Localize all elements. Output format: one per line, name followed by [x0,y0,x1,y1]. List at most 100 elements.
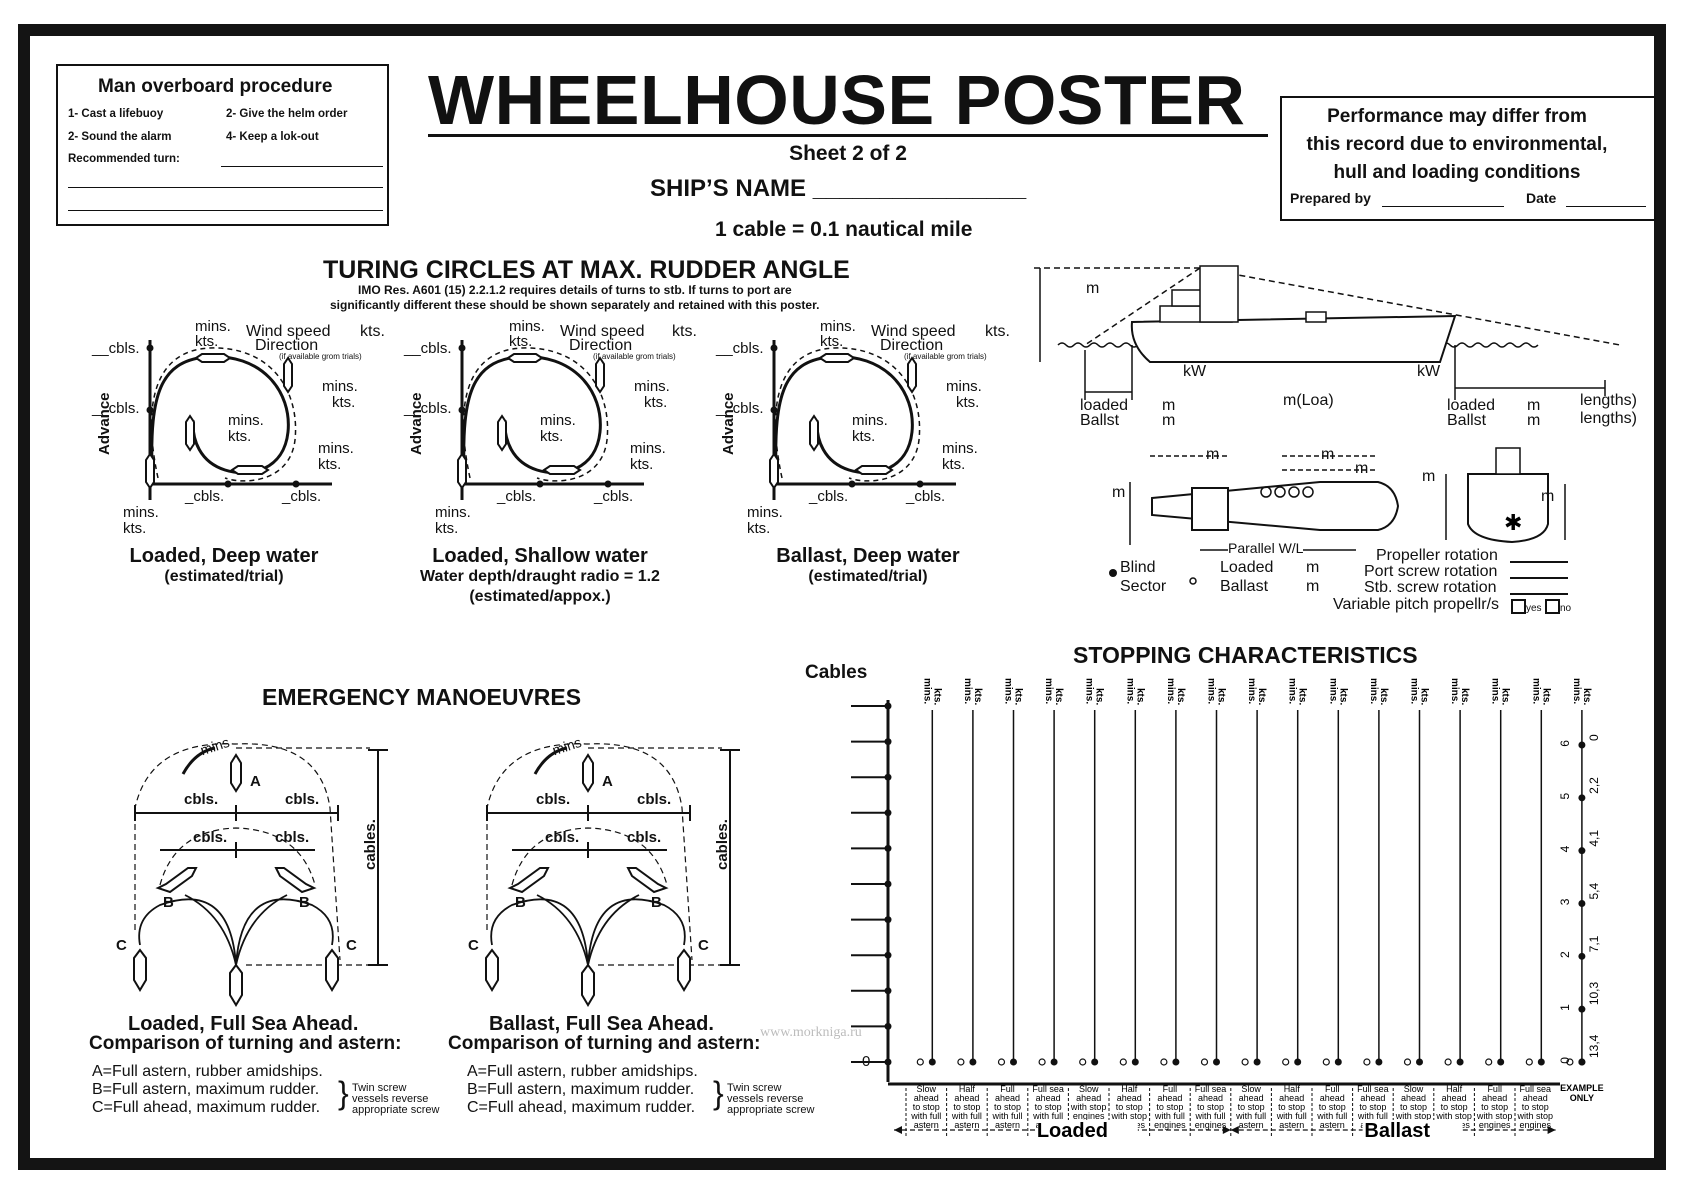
title-underline [428,134,1268,137]
mob-line [221,166,383,167]
mins-label: mins. [634,378,670,395]
yes-label: yes [1526,603,1542,614]
mins-label: mins. [540,412,576,429]
mins-label: mins. [435,504,471,521]
ballast-label: Ballast [1220,578,1269,595]
wind-label: Wind speed [560,323,645,340]
legend-line: A=Full astern, rubber amidships. [92,1063,323,1080]
port-rotation-label: Port screw rotation [1364,563,1498,580]
mob-item: 2- Give the helm order [226,108,348,120]
cbls-label: cbls. [285,791,320,808]
kts-label: kts. [956,394,980,411]
trials-note: (if available grom trials) [904,352,987,361]
sheet-label: Sheet 2 of 2 [789,142,907,165]
kts-label: kts. [123,520,147,537]
point-a-label: A [602,773,613,790]
kts-label: kts. [630,456,654,473]
m-label: m [1527,412,1541,429]
perf-line: hull and loading conditions [1333,162,1581,183]
kts-label: kts. [360,323,385,340]
no-checkbox[interactable] [1545,599,1560,614]
panel-caption: Loaded, Full Sea Ahead. [128,1013,359,1035]
ballst-label: Ballst [1447,412,1487,429]
wind-label: Wind speed [871,323,956,340]
cbls-label: __cbls. [716,400,764,417]
loa-label: m(Loa) [1283,392,1334,409]
m-label: m [1162,397,1176,414]
m-label: m [1206,446,1220,463]
mins-label: mins. [942,440,978,457]
loaded-label: loaded [1447,397,1496,414]
point-c-label: C [468,937,479,954]
mins-label: mins. [747,504,783,521]
stopping-title: STOPPING CHARACTERISTICS [1073,642,1418,668]
kts-label: kts. [672,323,697,340]
perf-line: Performance may differ from [1327,106,1587,127]
lengths-label: lengths) [1580,392,1637,409]
advance-label: Advance [720,392,737,455]
cbls-label: __cbls. [92,340,140,357]
legend-line: B=Full astern, maximum rudder. [92,1081,320,1098]
cbls-label: cbls. [545,829,580,846]
yes-checkbox[interactable] [1511,599,1526,614]
point-a-label: A [250,773,261,790]
mins-label: mins. [852,412,888,429]
kts-label: kts. [318,456,342,473]
twin-note: vessels reverse [727,1093,804,1105]
kts-label: kts. [435,520,459,537]
direction-label: Direction [569,337,633,354]
mins-label: mins. [946,378,982,395]
kts-label: kts. [195,333,219,350]
mob-recommended: Recommended turn: [68,153,180,165]
trials-note: (if available grom trials) [593,352,676,361]
panel-caption: Ballast, Full Sea Ahead. [489,1013,714,1035]
no-label: no [1560,603,1572,614]
kts-label: kts. [985,323,1010,340]
date-line [1566,206,1646,207]
legend-line: C=Full ahead, maximum rudder. [467,1099,696,1116]
advance-label: Advance [408,392,425,455]
cbls-label: _cbls. [282,488,322,505]
mins-label: mins. [228,412,264,429]
point-b-label: B [163,894,174,911]
prepared-line [1382,206,1504,207]
panel-subcaption: (estimated/appox.) [469,588,611,605]
mob-line [68,187,383,188]
stb-line [1510,593,1568,595]
m-label: m [1306,578,1320,595]
twin-note: vessels reverse [352,1093,429,1105]
man-overboard-box: Man overboard procedure 1- Cast a lifebu… [56,64,389,226]
m-label: m [1321,446,1335,463]
kts-label: kts. [852,428,876,445]
cbls-label: __cbls. [92,400,140,417]
cbls-label: _cbls. [185,488,225,505]
lengths-label: lengths) [1580,410,1637,427]
parallel-label: Parallel W/L [1228,540,1304,556]
stb-rotation-label: Stb. screw rotation [1364,579,1497,596]
kts-label: kts. [942,456,966,473]
point-c-label: C [116,937,127,954]
panel-caption: Loaded, Shallow water [432,545,648,567]
turning-title: TURING CIRCLES AT MAX. RUDDER ANGLE [323,256,850,284]
panel-subcaption: Water depth/draught radio = 1.2 [420,568,660,585]
mins-label: mins. [820,318,856,335]
prepared-label: Prepared by [1290,190,1371,206]
cbls-label: __cbls. [404,400,452,417]
m-label: m [1355,460,1369,477]
panel-subcaption: (estimated/trial) [164,568,284,585]
air-draught-label: m [1086,280,1100,297]
twin-note: appropriate screw [727,1104,815,1116]
mins-label: mins. [322,378,358,395]
prop-rotation-label: Propeller rotation [1376,547,1498,564]
poster-frame [18,24,1666,1170]
m-label: m [1422,468,1436,485]
mob-line [68,210,383,211]
trials-note: (if available grom trials) [279,352,362,361]
comparison-caption: Comparison of turning and astern: [89,1033,402,1054]
direction-label: Direction [255,337,319,354]
twin-note: Twin screw [727,1082,782,1094]
direction-label: Direction [880,337,944,354]
cbls-label: cbls. [637,791,672,808]
cbls-label: _cbls. [809,488,849,505]
cbls-label: _cbls. [497,488,537,505]
